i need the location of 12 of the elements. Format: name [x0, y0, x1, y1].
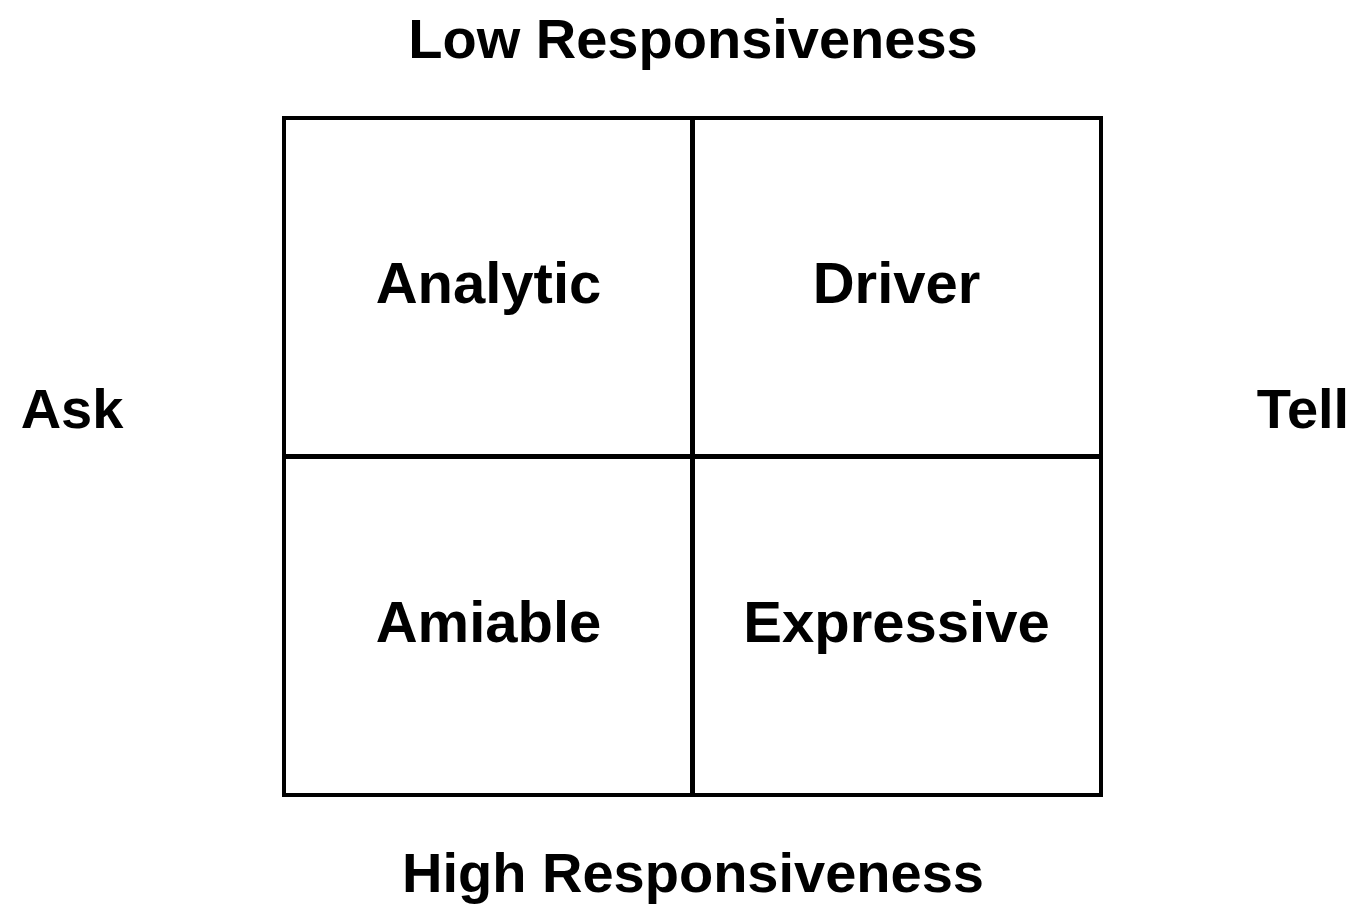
quadrant-box [282, 116, 695, 458]
quadrant-box [690, 455, 1103, 797]
quadrant-box [690, 116, 1103, 458]
axis-label: Tell [1256, 375, 1350, 441]
axis-label: Ask [20, 375, 124, 441]
quadrant-box [282, 455, 695, 797]
quadrant-label: Analytic [375, 248, 602, 316]
quadrant-label: Expressive [743, 587, 1050, 655]
axis-label: High Responsiveness [402, 839, 984, 905]
quadrant-label: Amiable [375, 587, 602, 655]
axis-label: Low Responsiveness [408, 5, 978, 71]
quadrant-label: Driver [812, 248, 981, 316]
